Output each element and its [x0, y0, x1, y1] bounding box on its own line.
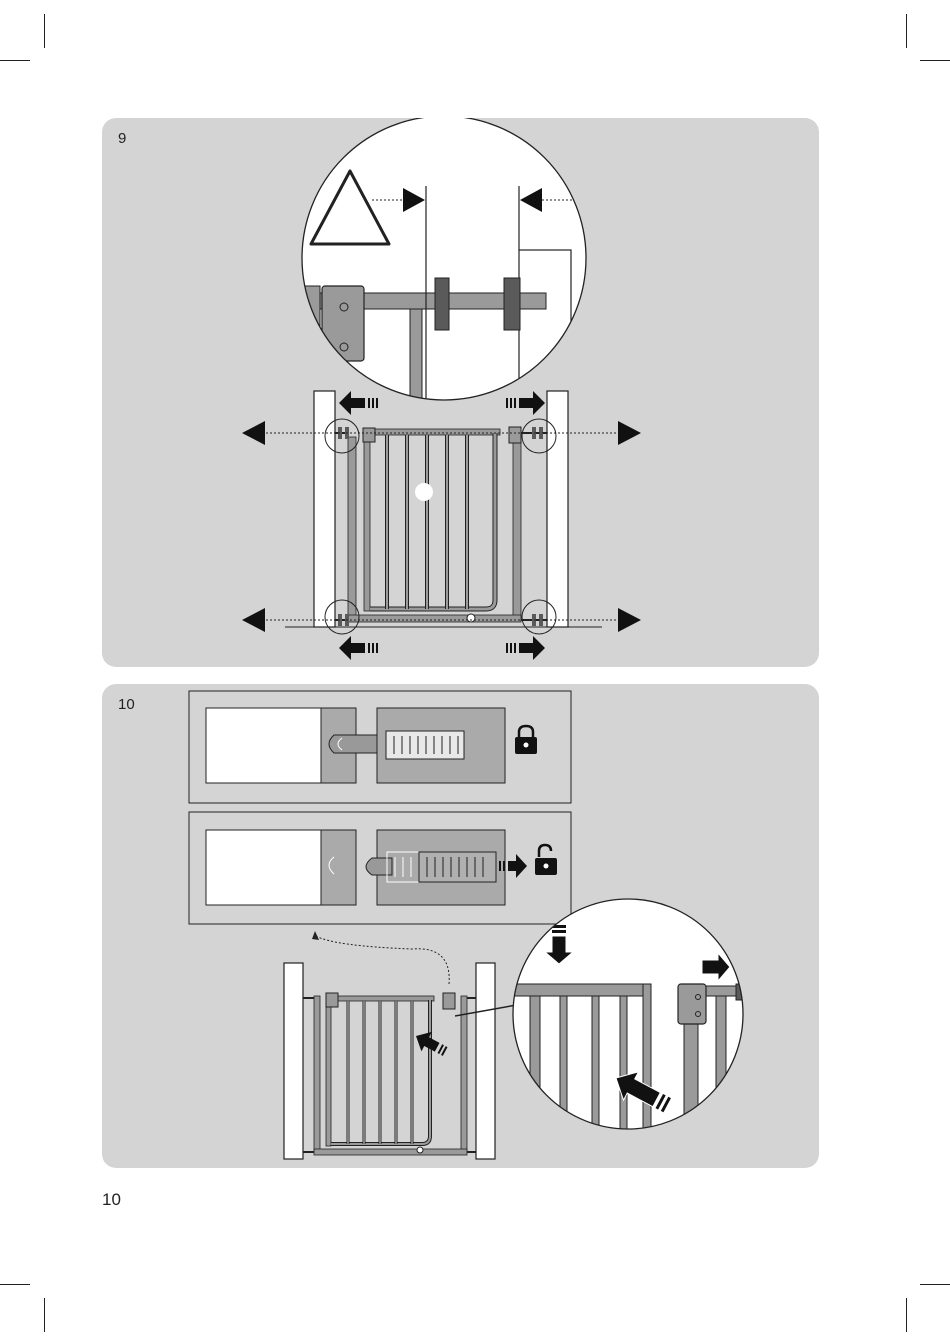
crop-mark: [0, 1284, 30, 1285]
gate-installed: [242, 391, 641, 660]
gate-closing: [284, 931, 522, 1159]
spindle-gap-detail: [296, 118, 586, 410]
page-number: 10: [102, 1190, 121, 1210]
push-outward-arrows: [242, 421, 641, 632]
crop-mark: [920, 1284, 950, 1285]
crop-mark: [0, 60, 30, 61]
latch-close-detail: [507, 899, 744, 1136]
left-wall: [314, 391, 335, 627]
crop-mark: [906, 1298, 907, 1332]
crop-mark: [920, 60, 950, 61]
latch-unlocked-detail: [189, 812, 571, 924]
gate-marker: [415, 483, 433, 501]
step-10-panel: 10: [102, 684, 819, 1168]
crop-mark: [906, 14, 907, 48]
latch-locked-detail: [189, 691, 571, 803]
step-9-panel: 9: [102, 118, 819, 667]
crop-mark: [44, 14, 45, 48]
crop-mark: [44, 1298, 45, 1332]
right-wall: [547, 391, 568, 627]
step-10-illustration: [102, 684, 819, 1168]
step-9-illustration: [102, 118, 819, 667]
